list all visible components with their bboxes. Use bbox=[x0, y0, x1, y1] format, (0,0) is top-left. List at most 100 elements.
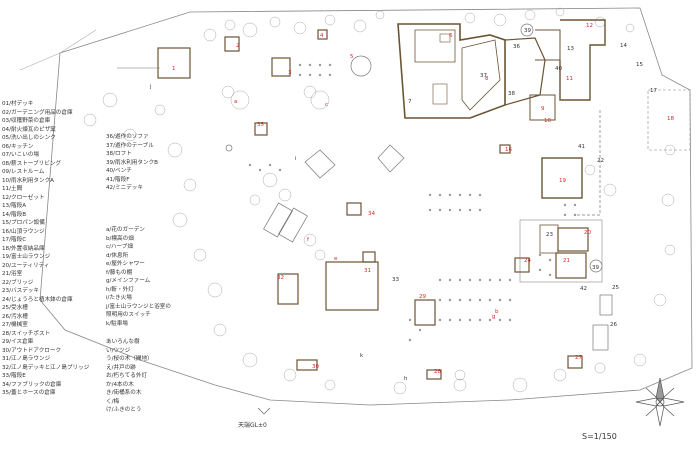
legend-item: 26/汚水槽 bbox=[2, 313, 28, 320]
label-r23: 23 bbox=[546, 232, 553, 238]
label-rc: c bbox=[325, 102, 328, 108]
legend-item: 02/ガーデニング用品の倉庫 bbox=[2, 109, 73, 116]
label-r19: 19 bbox=[559, 178, 566, 184]
label-r34: 34 bbox=[368, 211, 375, 217]
legend-item: 照明用のスイッチ bbox=[106, 312, 151, 318]
label-r18: 18 bbox=[667, 116, 674, 122]
legend-item: き/街桶系の木 bbox=[106, 390, 142, 396]
legend-rooms-b: 36/遊作のソファ 37/遊作のテーブル 38/ロフト 39/雨水利用タンクB 40/ベ… bbox=[106, 133, 158, 193]
legend-item: お/朽ちてる外灯 bbox=[106, 373, 148, 379]
legend-item: 25/受水槽 bbox=[2, 305, 28, 311]
label-rj: j bbox=[149, 84, 152, 90]
legend-item: い/ツツジ bbox=[106, 347, 131, 354]
legend-item: d/休息所 bbox=[106, 252, 129, 259]
label-rh: h bbox=[404, 376, 408, 382]
label-r41: 41 bbox=[578, 144, 585, 150]
label-r26: 26 bbox=[610, 322, 617, 328]
legend-item: 42/ミニデッキ bbox=[106, 185, 143, 191]
legend-item: 34/ファブリックの倉庫 bbox=[2, 381, 62, 388]
label-r11: 11 bbox=[566, 76, 573, 82]
legend-item: 39/雨水利用タンクB bbox=[106, 159, 158, 166]
label-r7: 7 bbox=[408, 99, 412, 105]
label-r28: 28 bbox=[434, 369, 441, 375]
room-labels: 7 8 36 37 38 39 13 14 15 17 40 41 22 23 … bbox=[149, 28, 657, 382]
label-r22: 22 bbox=[597, 158, 604, 164]
label-r33: 33 bbox=[392, 277, 399, 283]
site-boundary bbox=[39, 7, 693, 406]
legend-item: 23/バスデッキ bbox=[2, 288, 39, 294]
legend-item: 31/江ノ島ラウンジ bbox=[2, 356, 51, 362]
label-r10: 10 bbox=[544, 118, 551, 124]
legend-item: 21/浴室 bbox=[2, 271, 23, 277]
scale-label: S=1/150 bbox=[582, 432, 617, 441]
datum-marker bbox=[257, 407, 271, 415]
legend-item: j/富士山ラウンジと浴室の bbox=[106, 303, 171, 310]
label-r6: 6 bbox=[449, 33, 453, 39]
label-r39: 39 bbox=[524, 28, 531, 34]
legend-item: 05/洗い出しのシンク bbox=[2, 135, 56, 141]
legend-item: h/斬・外灯 bbox=[106, 286, 134, 293]
label-r39b: 39 bbox=[592, 265, 599, 271]
trees bbox=[83, 7, 676, 395]
legend-item: g/メインファーム bbox=[106, 278, 151, 284]
legend-item: 17/階段C bbox=[2, 237, 27, 243]
legend-item: 37/遊作のテーブル bbox=[106, 142, 154, 149]
legend-item: 12/クローゼット bbox=[2, 194, 45, 201]
label-r32: 32 bbox=[277, 275, 284, 281]
label-r38: 38 bbox=[508, 91, 515, 97]
legend-item: 14/階段B bbox=[2, 211, 27, 218]
east-block bbox=[519, 89, 691, 283]
legend-item: 36/遊作のソファ bbox=[106, 134, 149, 140]
main-building bbox=[397, 19, 606, 121]
label-r3: 3 bbox=[288, 70, 292, 76]
legend-item: 20/ユーティリティ bbox=[2, 262, 50, 269]
legend-item: 10/雨水利用タンクA bbox=[2, 177, 54, 184]
legend-item: b/標高の畑 bbox=[106, 235, 134, 242]
label-r9: 9 bbox=[541, 106, 545, 112]
legend-item: 03/収穫野菜の倉庫 bbox=[2, 118, 51, 124]
label-r27: 27 bbox=[575, 355, 582, 361]
datum-label: 天端GL±0 bbox=[238, 422, 267, 429]
legend-item: 07/いこいの場 bbox=[2, 152, 39, 158]
label-ra: a bbox=[234, 99, 237, 105]
label-r5: 5 bbox=[350, 54, 354, 60]
legend-item: 19/富士山ラウンジ bbox=[2, 254, 51, 260]
label-r31: 31 bbox=[364, 268, 371, 274]
legend-item: 15/プロパン設備 bbox=[2, 220, 45, 226]
legend-item: 22/ブリッジ bbox=[2, 279, 34, 286]
small-structures bbox=[157, 29, 583, 380]
legend-item: 38/ロフト bbox=[106, 151, 132, 157]
label-r20: 20 bbox=[584, 230, 591, 236]
legend-item: c/ハーブ畑 bbox=[106, 244, 133, 250]
legend-item: e/屋外シャワー bbox=[106, 261, 145, 267]
legend-item: 11/土間 bbox=[2, 186, 23, 192]
label-r13: 13 bbox=[567, 46, 574, 52]
site-fixtures bbox=[117, 23, 613, 351]
legend-item: 13/階段A bbox=[2, 203, 27, 209]
label-r14: 14 bbox=[620, 43, 627, 49]
legend-item: 40/ベンチ bbox=[106, 168, 132, 174]
legend-item: え/井戸の跡 bbox=[106, 364, 136, 371]
legend-item: 09/レストルーム bbox=[2, 169, 45, 175]
label-r36: 36 bbox=[513, 44, 520, 50]
legend-item: 18/外置収納品庫 bbox=[2, 245, 45, 252]
legend-item: あいろんな樹 bbox=[106, 339, 140, 345]
label-r21: 21 bbox=[563, 258, 570, 264]
label-re: e bbox=[334, 256, 338, 262]
farm-rows bbox=[248, 63, 577, 342]
legend-item: a/花のガーデン bbox=[106, 227, 145, 233]
label-r17: 17 bbox=[650, 88, 657, 94]
legend-item: 27/機械室 bbox=[2, 322, 28, 328]
legend-item: 16/山頂ラウンジ bbox=[2, 228, 45, 235]
label-r1: 1 bbox=[172, 66, 176, 72]
label-rb: b bbox=[495, 309, 499, 315]
label-rk: k bbox=[360, 353, 364, 359]
legend-item: 24/じょうろと植木鉢の倉庫 bbox=[2, 296, 73, 303]
room-labels-red: 1 2 3 4 5 6 9 11 12 16 18 19 20 21 24 27… bbox=[172, 23, 674, 375]
label-ri: i bbox=[295, 156, 297, 162]
legend-item: け/ふきのとう bbox=[106, 407, 142, 413]
legend-item: か/4本の木 bbox=[106, 381, 134, 388]
label-r37: 37 bbox=[480, 73, 487, 79]
